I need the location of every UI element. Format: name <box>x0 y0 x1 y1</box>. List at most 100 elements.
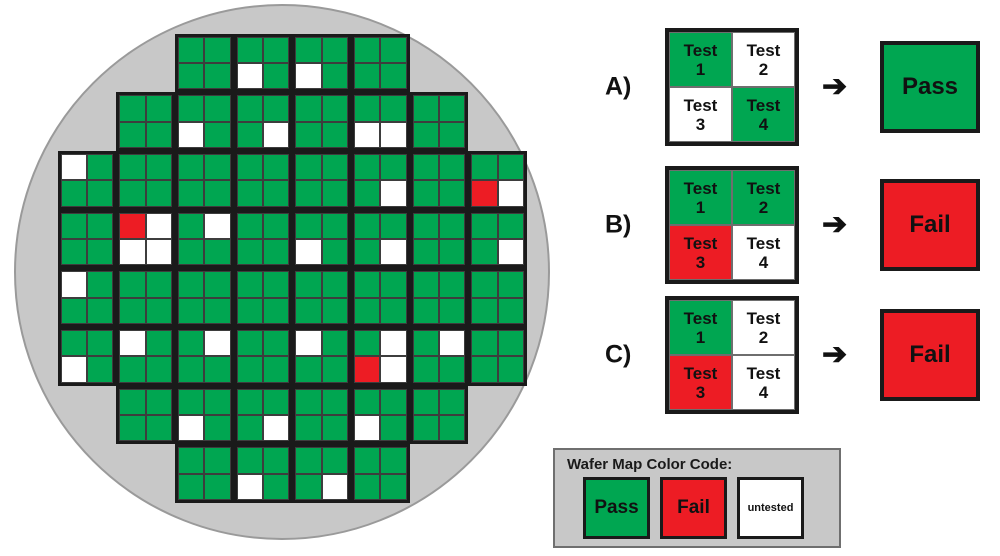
reticle-block <box>351 444 410 504</box>
pass-die <box>262 356 290 383</box>
test-number: 4 <box>758 114 769 134</box>
reticle-block <box>351 92 410 151</box>
untested-die <box>380 330 407 357</box>
test-word: Test <box>746 95 781 115</box>
test-word: Test <box>683 178 718 198</box>
pass-die <box>295 473 322 501</box>
pass-die <box>412 356 440 383</box>
pass-die <box>380 36 407 63</box>
test-word: Test <box>746 308 781 328</box>
wafer-map-panel <box>14 4 550 540</box>
test-number: 2 <box>758 327 769 347</box>
pass-die <box>262 473 290 501</box>
pass-die <box>236 297 263 324</box>
pass-die <box>354 212 381 239</box>
pass-die <box>354 388 381 416</box>
pass-die <box>60 180 87 207</box>
reticle-block <box>174 150 234 210</box>
reticle-quad-c: Test 1 Test 2 Test 3 Test 4 <box>665 296 799 414</box>
pass-die <box>204 121 231 148</box>
test-number: 2 <box>758 59 769 79</box>
reticle-block <box>57 268 117 327</box>
reticle-block <box>174 209 234 269</box>
reticle-block <box>292 150 351 210</box>
reticle-block <box>409 327 469 386</box>
pass-die <box>321 238 348 266</box>
reticle-block <box>116 385 175 445</box>
pass-die <box>412 271 440 298</box>
test-word: Test <box>746 363 781 383</box>
reticle-cell-a-test1: Test 1 <box>669 32 732 87</box>
pass-die <box>177 36 205 63</box>
example-label-b: B) <box>605 210 632 239</box>
test-word: Test <box>746 40 781 60</box>
reticle-quad-b: Test 1 Test 2 Test 3 Test 4 <box>665 166 799 284</box>
pass-die <box>236 330 263 357</box>
untested-die <box>262 121 290 148</box>
pass-die <box>236 36 263 63</box>
reticle-cell-b-test1: Test 1 <box>669 170 732 225</box>
pass-die <box>295 121 322 148</box>
pass-die <box>354 447 381 474</box>
pass-die <box>380 388 407 416</box>
pass-die <box>295 153 322 181</box>
pass-die <box>60 330 87 357</box>
pass-die <box>177 297 205 324</box>
untested-die <box>380 180 407 207</box>
fail-die <box>471 180 498 207</box>
pass-die <box>119 271 146 298</box>
pass-die <box>177 212 205 239</box>
pass-die <box>354 297 381 324</box>
test-number: 3 <box>695 382 706 402</box>
pass-die <box>177 473 205 501</box>
test-word: Test <box>683 233 718 253</box>
reticle-block <box>116 268 175 327</box>
test-number: 1 <box>695 327 706 347</box>
untested-die <box>177 121 205 148</box>
pass-die <box>497 330 525 357</box>
pass-die <box>177 388 205 416</box>
test-number: 1 <box>695 197 706 217</box>
pass-die <box>86 271 114 298</box>
pass-die <box>236 121 263 148</box>
pass-die <box>439 153 466 181</box>
reticle-block <box>409 268 469 327</box>
reticle-block <box>174 33 234 93</box>
pass-die <box>177 271 205 298</box>
untested-die <box>497 238 525 266</box>
pass-die <box>295 297 322 324</box>
pass-die <box>354 62 381 90</box>
reticle-block <box>233 150 293 210</box>
pass-die <box>439 388 466 416</box>
untested-die <box>204 212 231 239</box>
pass-die <box>295 447 322 474</box>
test-number: 4 <box>758 252 769 272</box>
pass-die <box>497 356 525 383</box>
untested-die <box>145 238 172 266</box>
pass-die <box>321 447 348 474</box>
reticle-block <box>351 209 410 269</box>
untested-die <box>60 356 87 383</box>
pass-die <box>262 447 290 474</box>
pass-die <box>295 388 322 416</box>
pass-die <box>439 121 466 148</box>
pass-die <box>412 121 440 148</box>
pass-die <box>380 62 407 90</box>
result-box-b: Fail <box>880 179 980 271</box>
reticle-block <box>116 92 175 151</box>
pass-die <box>439 212 466 239</box>
untested-die <box>380 356 407 383</box>
wafer-die-grid <box>57 33 528 504</box>
pass-die <box>439 297 466 324</box>
untested-die <box>236 62 263 90</box>
reticle-block <box>351 268 410 327</box>
pass-die <box>354 153 381 181</box>
pass-die <box>380 212 407 239</box>
pass-die <box>412 153 440 181</box>
reticle-logic-panel: A) Test 1 Test 2 Test 3 Test 4 ➔ Pass B) <box>560 0 1000 556</box>
untested-die <box>295 238 322 266</box>
pass-die <box>204 238 231 266</box>
untested-die <box>204 330 231 357</box>
test-word: Test <box>683 308 718 328</box>
pass-die <box>262 271 290 298</box>
